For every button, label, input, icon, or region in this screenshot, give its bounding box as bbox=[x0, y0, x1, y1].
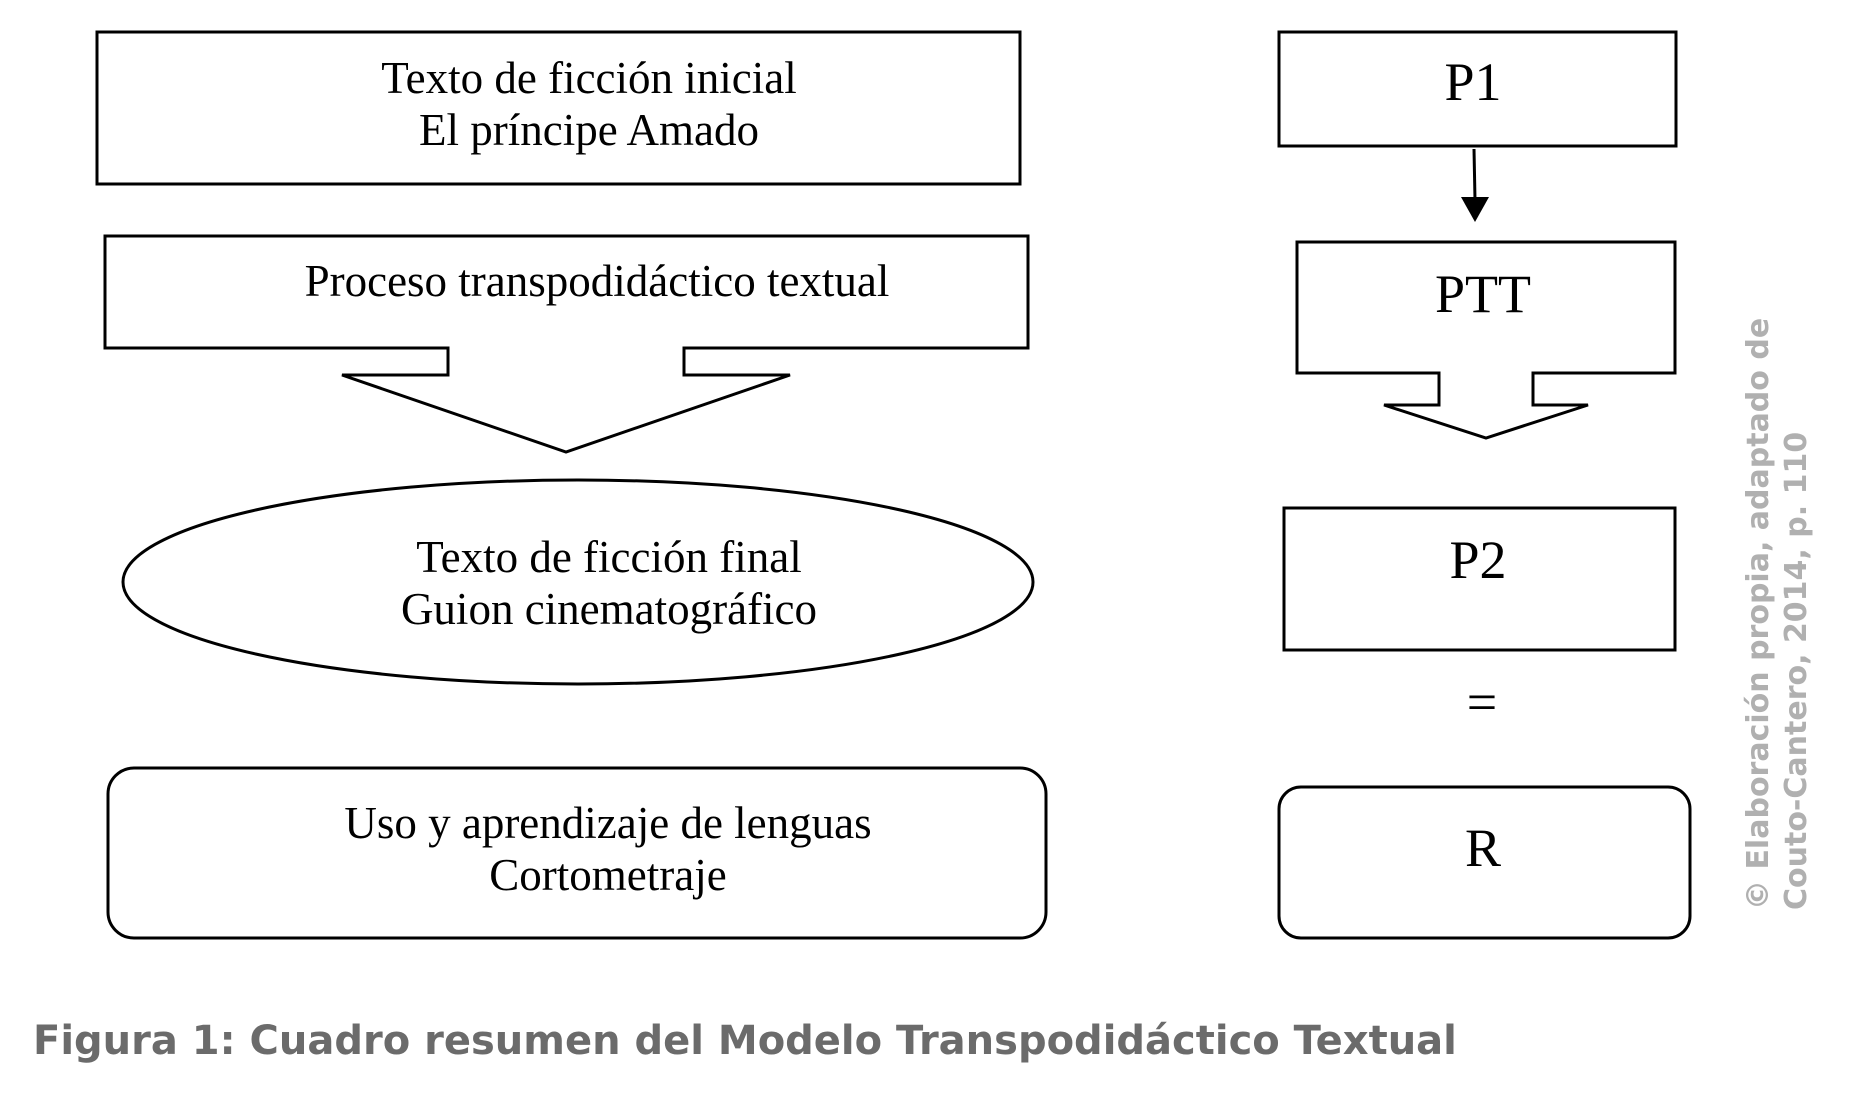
ptt-label: PTT bbox=[1435, 264, 1531, 324]
initial-text-line2: El príncipe Amado bbox=[419, 105, 759, 155]
figure-caption: Figura 1: Cuadro resumen del Modelo Tran… bbox=[33, 1018, 1457, 1064]
final-text-line2: Guion cinematográfico bbox=[401, 584, 817, 634]
p1-label: P1 bbox=[1444, 52, 1501, 112]
process-arrow-box bbox=[103, 234, 1030, 454]
language-use-box bbox=[106, 766, 1048, 940]
initial-text-line1: Texto de ficción inicial bbox=[381, 53, 796, 103]
final-text-line1: Texto de ficción final bbox=[416, 532, 801, 582]
credit-note: © Elaboración propia, adaptado de Couto-… bbox=[1740, 318, 1816, 910]
diagram: Texto de ficción inicial El príncipe Ama… bbox=[95, 30, 1692, 940]
final-text-ellipse bbox=[121, 478, 1035, 686]
ptt-arrow-box bbox=[1295, 240, 1677, 440]
r-label: R bbox=[1465, 818, 1501, 878]
credit-line2: Couto-Cantero, 2014, p. 110 bbox=[1779, 431, 1814, 910]
r-box bbox=[1277, 785, 1692, 940]
p1-to-ptt-arrow-shaft bbox=[1472, 148, 1477, 201]
process-label: Proceso transpodidáctico textual bbox=[305, 256, 890, 306]
language-use-line2: Cortometraje bbox=[489, 850, 726, 900]
p1-box bbox=[1277, 30, 1678, 148]
language-use-line1: Uso y aprendizaje de lenguas bbox=[344, 798, 871, 848]
credit-line1: © Elaboración propia, adaptado de bbox=[1741, 317, 1776, 910]
arrow-head-icon bbox=[1461, 197, 1489, 222]
equals-sign: = bbox=[1467, 672, 1497, 732]
p2-label: P2 bbox=[1449, 530, 1506, 590]
p2-box bbox=[1282, 506, 1677, 652]
initial-text-box bbox=[95, 30, 1022, 186]
